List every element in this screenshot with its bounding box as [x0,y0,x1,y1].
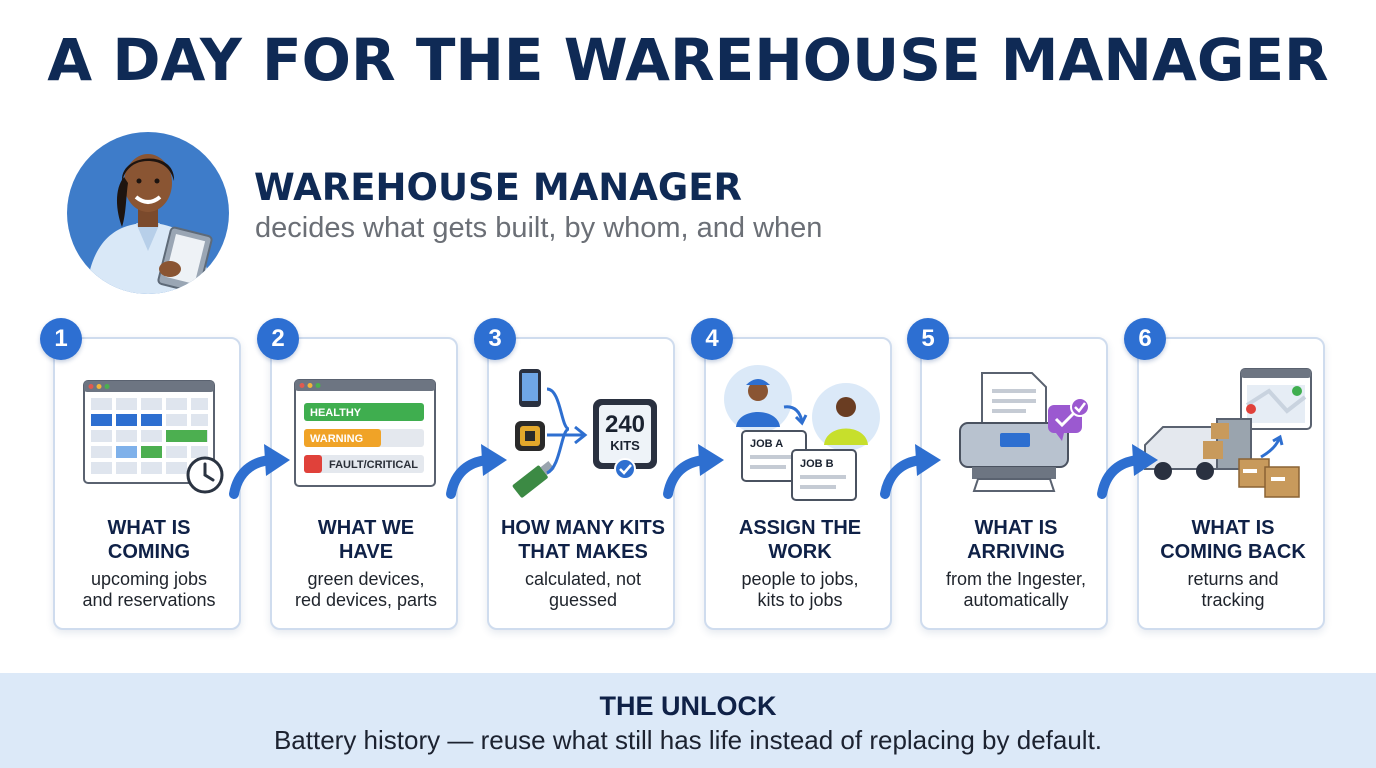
step-number-badge: 6 [1124,318,1166,360]
warehouse-manager-avatar [67,132,229,294]
kit-label: KITS [610,438,640,453]
role-subtitle: decides what gets built, by whom, and wh… [255,212,823,244]
flow-arrow-icon [1097,444,1158,499]
warning-label: WARNING [310,433,363,445]
job-a-label: JOB A [750,438,783,450]
unlock-title: THE UNLOCK [599,691,777,721]
step-description: green devices,red devices, parts [294,569,438,610]
step-number-badge: 3 [474,318,516,360]
step-number-badge: 4 [691,318,733,360]
step-number-badge: 2 [257,318,299,360]
flow-arrow-icon [880,444,941,499]
step-description: people to jobs,kits to jobs [741,569,859,610]
healthy-label: HEALTHY [310,407,362,419]
kit-count: 240 [605,411,645,438]
returns-tracking-icon [1144,368,1312,498]
flow-arrow-icon [446,444,507,499]
unlock-text: Battery history — reuse what still has l… [273,725,1103,755]
assign-work-icon: JOB A JOB B [724,365,880,501]
flow-arrow-icon [663,444,724,499]
job-b-label: JOB B [800,458,834,470]
unlock-banner: THE UNLOCK Battery history — reuse what … [0,673,1376,768]
fault-label: FAULT/CRITICAL [329,459,418,471]
calendar-icon [83,380,224,494]
step-number-badge: 1 [40,318,82,360]
step-number-badge: 5 [907,318,949,360]
flow-arrow-icon [229,444,290,499]
role-title: WAREHOUSE MANAGER [254,166,743,209]
device-status-icon: HEALTHY WARNING FAULT/CRITICAL [294,379,436,487]
printer-icon [959,372,1090,492]
kit-calculation-icon: 240 KITS [512,369,657,498]
page-title: A DAY FOR THE WAREHOUSE MANAGER [47,26,1329,94]
step-description: from the Ingester,automatically [945,569,1087,610]
